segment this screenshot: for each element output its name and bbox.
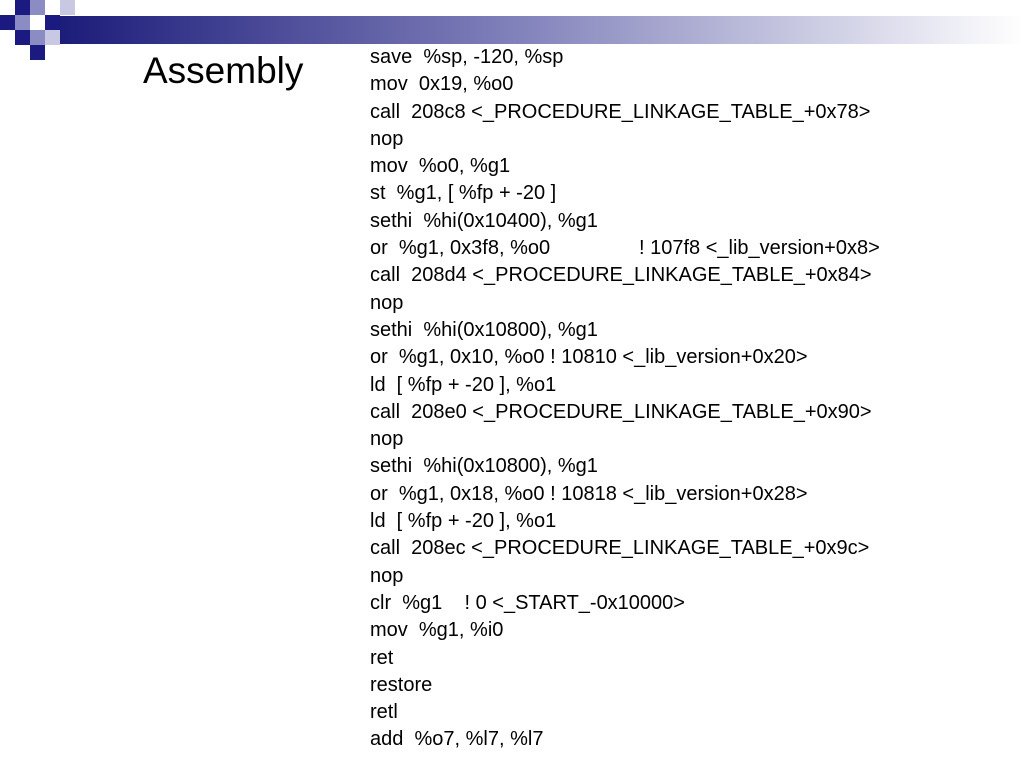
code-line: or %g1, 0x10, %o0 ! 10810 <_lib_version+…	[370, 346, 808, 369]
code-line: mov %g1, %i0	[370, 619, 504, 642]
code-line: mov 0x19, %o0	[370, 73, 514, 96]
decor-square	[30, 30, 45, 45]
code-line: restore	[370, 673, 433, 696]
decor-square	[45, 0, 60, 15]
decor-square	[45, 15, 60, 30]
code-line: call 208ec <_PROCEDURE_LINKAGE_TABLE_+0x…	[370, 537, 870, 560]
code-line: clr %g1 ! 0 <_START_-0x10000>	[370, 591, 685, 614]
code-line: mov %o0, %g1	[370, 155, 511, 178]
decor-square	[30, 45, 45, 60]
code-line: ld [ %fp + -20 ], %o1	[370, 373, 557, 396]
header-decoration	[0, 0, 1024, 60]
code-line: call 208d4 <_PROCEDURE_LINKAGE_TABLE_+0x…	[370, 264, 872, 287]
code-line: add %o7, %l7, %l7	[370, 728, 544, 751]
decor-square	[0, 0, 15, 15]
code-line: st %g1, [ %fp + -20 ]	[370, 182, 557, 205]
decor-square	[0, 15, 15, 30]
code-line: sethi %hi(0x10800), %g1	[370, 318, 598, 341]
code-line: nop	[370, 428, 404, 451]
code-line: nop	[370, 564, 404, 587]
decor-square	[30, 0, 45, 15]
decor-square	[15, 30, 30, 45]
code-line: retl	[370, 701, 398, 724]
decor-square	[30, 15, 45, 30]
header-gradient-bar	[60, 16, 1024, 44]
code-line: or %g1, 0x18, %o0 ! 10818 <_lib_version+…	[370, 482, 808, 505]
code-line: sethi %hi(0x10400), %g1	[370, 209, 598, 232]
decor-square	[15, 15, 30, 30]
decor-square	[60, 0, 75, 15]
code-line: ret	[370, 646, 394, 669]
code-line: save %sp, -120, %sp	[370, 46, 564, 68]
code-line: nop	[370, 127, 404, 150]
code-line: call 208e0 <_PROCEDURE_LINKAGE_TABLE_+0x…	[370, 400, 872, 423]
code-line: call 208c8 <_PROCEDURE_LINKAGE_TABLE_+0x…	[370, 100, 871, 123]
assembly-code-listing: save %sp, -120, %sp mov 0x19, %o0 call 2…	[370, 44, 880, 754]
slide-title: Assembly	[143, 50, 304, 91]
code-line: sethi %hi(0x10800), %g1	[370, 455, 598, 478]
decor-square	[15, 0, 30, 15]
decor-square	[45, 30, 60, 45]
code-line: nop	[370, 291, 404, 314]
code-line: ld [ %fp + -20 ], %o1	[370, 510, 557, 533]
code-line: or %g1, 0x3f8, %o0 ! 107f8 <_lib_version…	[370, 237, 880, 260]
